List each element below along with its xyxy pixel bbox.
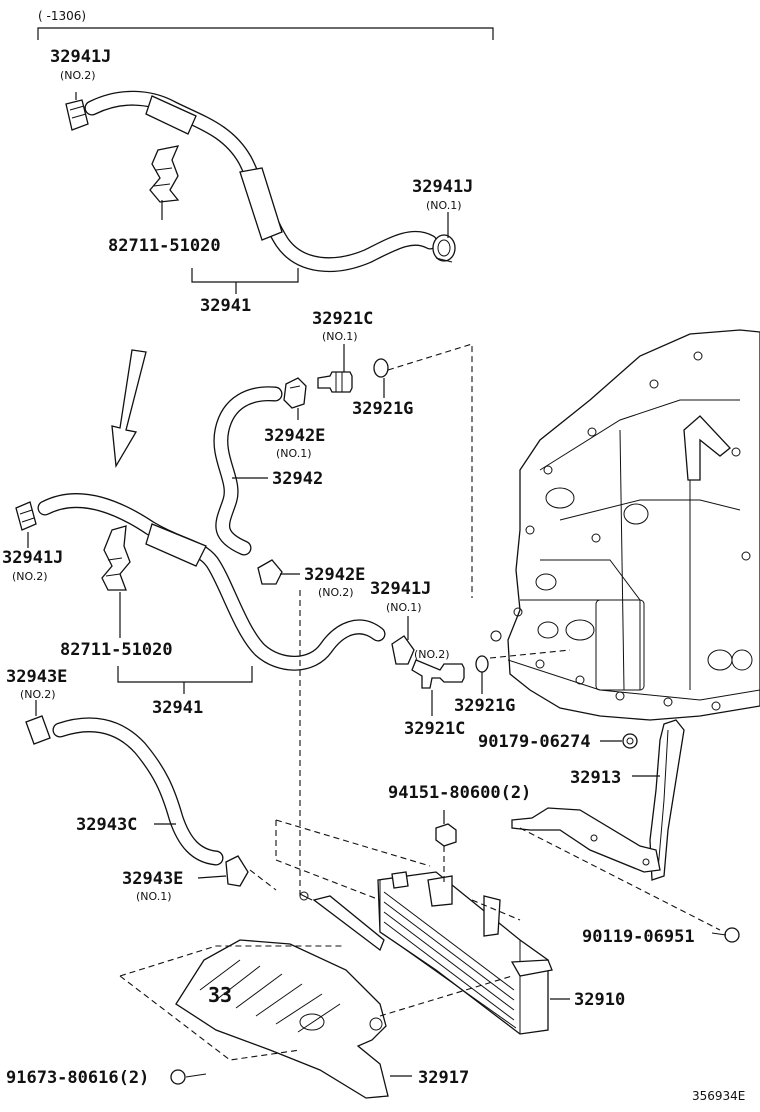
label-90119: 90119-06951 — [582, 927, 695, 947]
label-32913: 32913 — [570, 768, 621, 788]
part-number: 32943E — [122, 869, 183, 889]
part-sub: (NO.1) — [426, 199, 462, 212]
label-32921c-no1: 32921C (NO.1) — [312, 309, 373, 343]
label-32941-mid: 32941 — [152, 698, 203, 718]
figure-code: 356934E — [692, 1089, 745, 1103]
bolt-90179[interactable] — [622, 733, 638, 749]
hose-32943c — [52, 717, 224, 866]
part-number: 94151-80600(2) — [388, 783, 531, 803]
clamp-32943e-no2[interactable] — [25, 715, 51, 745]
label-32941j-no2-mid: 32941J (NO.2) — [2, 548, 63, 583]
gasket-32921g-top[interactable] — [373, 358, 389, 378]
clamp-32941j-no2-mid[interactable] — [15, 501, 37, 531]
label-32941-top: 32941 — [200, 296, 251, 316]
part-sub: (NO.2) — [318, 586, 354, 599]
oil-cooler-32910[interactable] — [299, 871, 553, 1035]
date-range-bracket: ( -1306) — [37, 9, 494, 40]
header-note: ( -1306) — [38, 9, 86, 23]
clamp-32943e-no1[interactable] — [225, 855, 249, 887]
label-32943c: 32943C — [76, 815, 137, 835]
clip-82711-top[interactable] — [149, 145, 180, 203]
gasket-32921g-bottom[interactable] — [475, 655, 489, 673]
part-number: 32917 — [418, 1068, 469, 1088]
label-32921g-top: 32921G — [352, 399, 413, 419]
part-number: 32941J — [370, 579, 431, 599]
part-number: 32921G — [454, 696, 515, 716]
part-sub: (NO.1) — [386, 601, 422, 614]
label-32917: 32917 — [418, 1068, 469, 1088]
label-32941j-no1-mid: 32941J (NO.1) — [370, 579, 431, 614]
clamp-32942e-no2[interactable] — [257, 559, 283, 585]
part-sub: (NO.1) — [276, 447, 312, 460]
part-number: 32921C — [404, 719, 465, 739]
label-32943e-no2: 32943E (NO.2) — [6, 667, 67, 701]
bolt-91673[interactable] — [170, 1069, 207, 1085]
part-number: 90179-06274 — [478, 732, 591, 752]
clamp-32942e-no1[interactable] — [283, 377, 307, 409]
union-32921c-no1[interactable] — [317, 371, 353, 393]
label-91673: 91673-80616(2) — [6, 1068, 149, 1088]
part-number: 32942 — [272, 469, 323, 489]
label-32942e-no1: 32942E (NO.1) — [264, 426, 325, 460]
part-number: 32910 — [574, 990, 625, 1010]
part-number: 90119-06951 — [582, 927, 695, 947]
part-number: 32942E — [304, 565, 365, 585]
bracket-32913[interactable] — [511, 719, 685, 881]
bolt-90119[interactable] — [711, 927, 740, 943]
bolt-94151[interactable] — [435, 823, 457, 847]
label-90179: 90179-06274 — [478, 732, 591, 752]
clamp-32941j-no2-top[interactable] — [65, 99, 89, 131]
label-32942: 32942 — [272, 469, 323, 489]
cooler-cover-32917[interactable]: 33 — [175, 939, 389, 1099]
part-number: 32943E — [6, 667, 67, 687]
label-82711-top: 82711-51020 — [108, 236, 221, 256]
part-number: 82711-51020 — [60, 640, 173, 660]
mid-hose-32941 — [37, 493, 386, 671]
clamp-32941j-no1-mid[interactable] — [391, 635, 415, 665]
direction-arrow-icon — [111, 349, 147, 469]
label-32943e-no1: 32943E (NO.1) — [122, 869, 183, 903]
part-number: 32943C — [76, 815, 137, 835]
top-hose-32941 — [84, 90, 438, 273]
label-32910: 32910 — [574, 990, 625, 1010]
part-number: 91673-80616(2) — [6, 1068, 149, 1088]
part-sub: (NO.2) — [414, 648, 450, 661]
part-number: 32941J — [412, 177, 473, 197]
hose-32942 — [213, 386, 283, 556]
part-sub: (NO.2) — [60, 69, 96, 82]
part-number: 32941 — [200, 296, 251, 316]
clamp-32941j-no1-top[interactable] — [432, 234, 456, 263]
leader-lines — [27, 92, 660, 1077]
clip-82711-mid[interactable] — [101, 525, 131, 591]
part-sub: (NO.1) — [136, 890, 172, 903]
label-82711-mid: 82711-51020 — [60, 640, 173, 660]
part-sub: (NO.1) — [322, 330, 358, 343]
part-number: 32941J — [2, 548, 63, 568]
part-number: 32941 — [152, 698, 203, 718]
union-32921c-no2[interactable] — [411, 659, 465, 689]
part-number: 32942E — [264, 426, 325, 446]
label-32921g-bottom: 32921G — [454, 696, 515, 716]
part-number: 82711-51020 — [108, 236, 221, 256]
part-number: 32913 — [570, 768, 621, 788]
part-number: 32921G — [352, 399, 413, 419]
label-94151: 94151-80600(2) — [388, 783, 531, 803]
dashed-guides — [119, 343, 721, 1061]
label-32921c-no2: (NO.2) 32921C — [404, 648, 465, 739]
part-number: 32941J — [50, 47, 111, 67]
label-32941j-no2-top: 32941J (NO.2) — [50, 47, 111, 82]
label-32941j-no1-top: 32941J (NO.1) — [412, 177, 473, 212]
part-number: 32921C — [312, 309, 373, 329]
part-sub: (NO.2) — [20, 688, 56, 701]
cover-mark: 33 — [208, 983, 232, 1007]
label-32942e-no2: 32942E (NO.2) — [304, 565, 365, 599]
transmission-case — [490, 329, 760, 721]
part-sub: (NO.2) — [12, 570, 48, 583]
